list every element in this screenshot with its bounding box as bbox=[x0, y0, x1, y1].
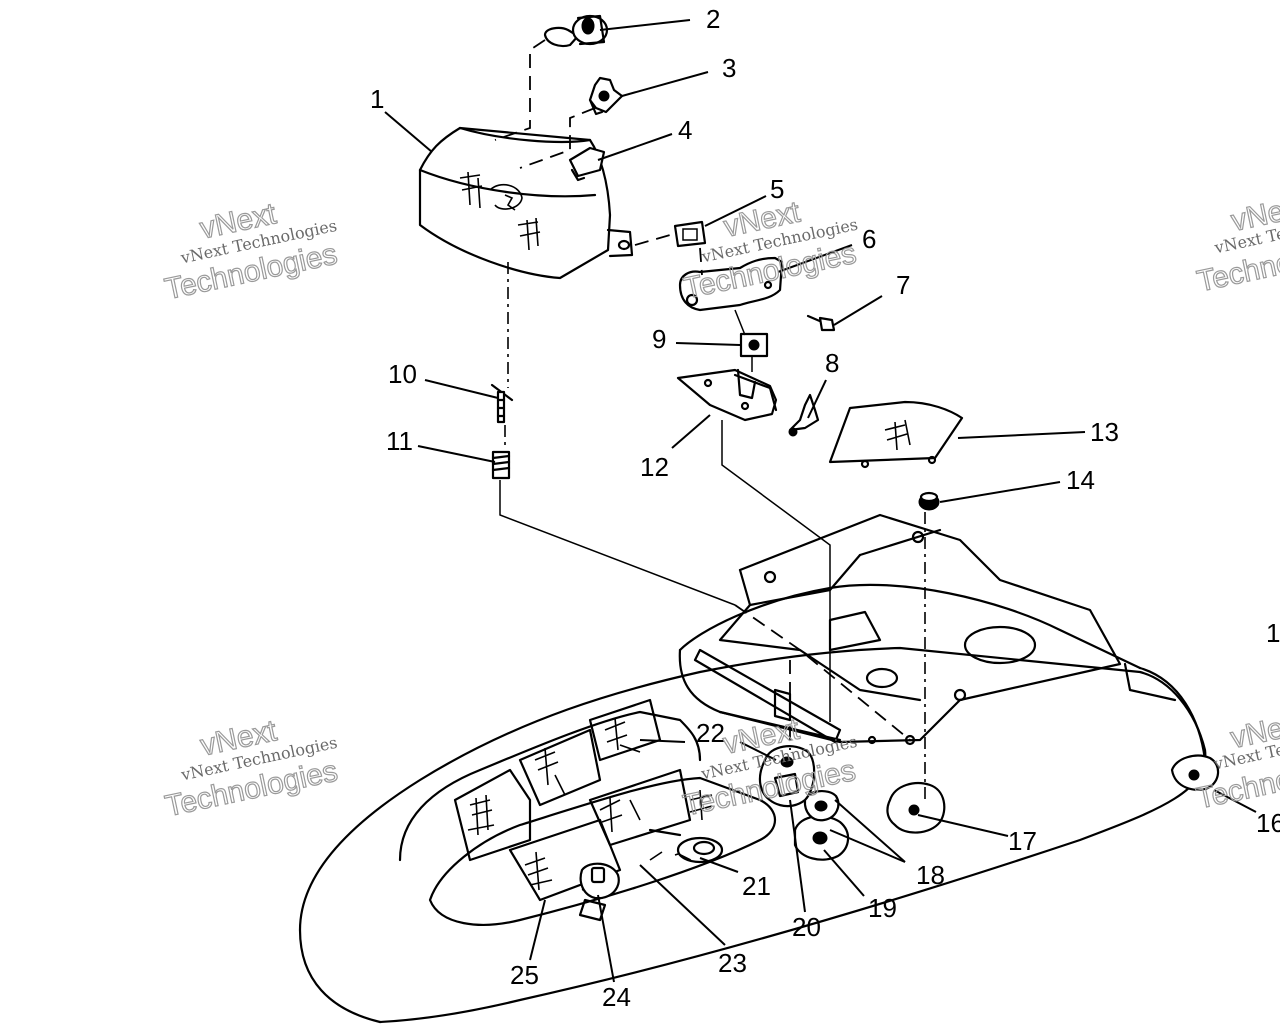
callout-14: 14 bbox=[1066, 465, 1095, 495]
callout-4: 4 bbox=[678, 115, 692, 145]
part-5-gasket bbox=[673, 220, 707, 248]
part-3-toggle-switch bbox=[588, 76, 624, 116]
callout-3: 3 bbox=[722, 53, 736, 83]
callout-6: 6 bbox=[862, 224, 876, 254]
part-24-plug bbox=[579, 862, 620, 900]
callout-15: 1 bbox=[1266, 618, 1280, 648]
callout-7: 7 bbox=[896, 270, 910, 300]
callout-23: 23 bbox=[718, 948, 747, 978]
part-19-washer bbox=[793, 790, 850, 861]
part-21-cap bbox=[676, 836, 724, 864]
part-16-pad bbox=[1170, 754, 1220, 791]
callout-25: 25 bbox=[510, 960, 539, 990]
watermark-top-left: vNext vNext Technologies Technologies bbox=[161, 197, 340, 307]
deck-body bbox=[298, 513, 1207, 1024]
callout-12: 12 bbox=[640, 452, 669, 482]
callout-labels: 1 2 3 4 5 6 7 8 9 10 11 12 13 14 1 16 17… bbox=[370, 4, 1280, 1012]
assembly-lines bbox=[494, 39, 926, 800]
part-10-pin bbox=[490, 383, 514, 424]
part-8-clip bbox=[788, 393, 820, 437]
callout-16: 16 bbox=[1256, 808, 1280, 838]
part-7-screw bbox=[806, 314, 836, 332]
callout-8: 8 bbox=[825, 348, 839, 378]
callout-9: 9 bbox=[652, 324, 666, 354]
part-13-cover-panel bbox=[828, 400, 964, 469]
watermark-top-right: vNext vNext Technologies Technologies bbox=[1194, 189, 1280, 299]
part-4-indicator bbox=[568, 146, 606, 182]
part-12-mount-bracket bbox=[676, 368, 778, 422]
part-14-grommet bbox=[918, 491, 940, 511]
callout-5: 5 bbox=[770, 174, 784, 204]
callout-22: 22 bbox=[696, 718, 725, 748]
callout-13: 13 bbox=[1090, 417, 1119, 447]
part-1-headlight-housing bbox=[418, 126, 634, 280]
callout-18: 18 bbox=[916, 860, 945, 890]
part-6-bracket bbox=[678, 256, 784, 312]
callout-17: 17 bbox=[1008, 826, 1037, 856]
callout-24: 24 bbox=[602, 982, 631, 1012]
callout-1: 1 bbox=[370, 84, 384, 114]
callout-10: 10 bbox=[388, 359, 417, 389]
part-11-spring bbox=[491, 450, 511, 480]
part-17-pad bbox=[886, 782, 946, 834]
callout-20: 20 bbox=[792, 912, 821, 942]
callout-21: 21 bbox=[742, 871, 771, 901]
callout-2: 2 bbox=[706, 4, 720, 34]
watermark-bottom-left: vNext vNext Technologies Technologies bbox=[162, 714, 341, 824]
part-9-nut bbox=[739, 332, 769, 358]
watermark-bottom-center: vNext vNext Technologies Technologies bbox=[680, 712, 859, 823]
watermark-top-center: vNext vNext Technologies Technologies bbox=[680, 195, 859, 306]
callout-11: 11 bbox=[386, 426, 413, 456]
part-20-grommet-assembly bbox=[758, 745, 816, 808]
part-2-switch bbox=[543, 14, 609, 48]
leader-lines bbox=[384, 19, 1257, 983]
callout-19: 19 bbox=[868, 893, 897, 923]
